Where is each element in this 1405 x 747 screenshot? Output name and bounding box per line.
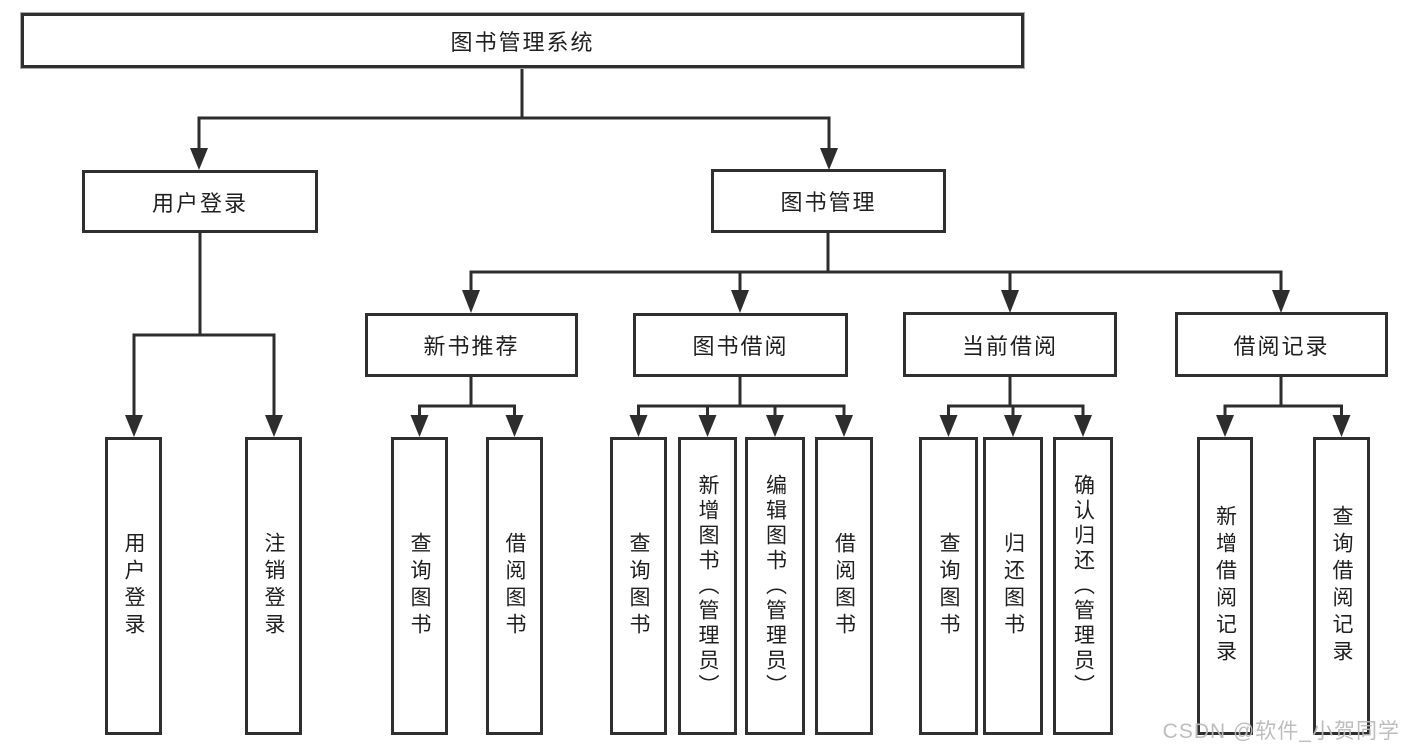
node-label: 查询图书: [408, 532, 431, 640]
node-label: 用户登录: [151, 190, 248, 216]
node-label: 图书管理: [780, 190, 877, 215]
leaf-query-books-borrow: 查询图书: [610, 437, 667, 735]
node-label: 归还图书: [1001, 532, 1025, 640]
node-label: 当前借阅: [961, 333, 1058, 359]
node-label: 图书借阅: [692, 334, 789, 359]
node-label: 用户登录: [122, 532, 145, 640]
node-label: 借阅记录: [1233, 333, 1330, 359]
leaf-logout: 注销登录: [245, 437, 302, 735]
node-label: 查询图书: [627, 532, 650, 640]
node-label: 注销登录: [262, 532, 285, 640]
leaf-borrow-books-recommend: 借阅图书: [486, 437, 543, 735]
leaf-query-books-current: 查询图书: [919, 437, 978, 735]
node-label: 图书管理系统: [450, 29, 595, 55]
leaf-edit-books-admin: 编辑图书（管理员）: [745, 437, 805, 735]
node-label: 借阅图书: [503, 532, 526, 640]
node-new-book-recommendation: 新书推荐: [365, 313, 578, 377]
node-label: 借阅图书: [832, 532, 856, 640]
node-book-borrowing: 图书借阅: [633, 313, 848, 377]
node-book-management: 图书管理: [711, 169, 946, 233]
node-label: 新增借阅记录: [1213, 505, 1237, 667]
node-current-borrowing: 当前借阅: [903, 312, 1117, 377]
leaf-add-borrow-record: 新增借阅记录: [1197, 437, 1253, 735]
node-label: 新增图书（管理员）: [696, 473, 719, 699]
node-library-management-system: 图书管理系统: [21, 13, 1024, 68]
node-label: 查询借阅记录: [1330, 505, 1353, 667]
node-user-login: 用户登录: [82, 170, 318, 233]
leaf-add-books-admin: 新增图书（管理员）: [678, 437, 737, 735]
leaf-user-login: 用户登录: [105, 437, 162, 735]
csdn-watermark: CSDN @软件_小贺同学: [1162, 720, 1400, 743]
node-label: 查询图书: [937, 532, 960, 640]
node-borrowing-records: 借阅记录: [1175, 312, 1388, 377]
node-label: 确认归还（管理员）: [1071, 473, 1095, 699]
leaf-borrow-books: 借阅图书: [815, 437, 873, 735]
node-label: 编辑图书（管理员）: [763, 473, 787, 699]
leaf-confirm-return-admin: 确认归还（管理员）: [1053, 437, 1113, 735]
leaf-query-books-recommend: 查询图书: [391, 437, 448, 735]
leaf-query-borrow-record: 查询借阅记录: [1313, 437, 1370, 735]
node-label: 新书推荐: [423, 334, 520, 359]
leaf-return-books: 归还图书: [983, 437, 1043, 735]
